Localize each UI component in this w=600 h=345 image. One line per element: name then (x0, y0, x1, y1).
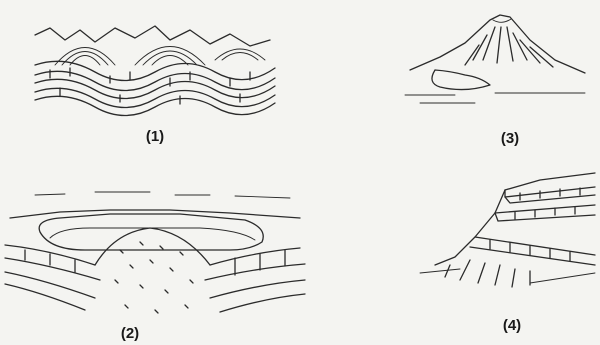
figure-3: (3) (395, 5, 595, 145)
figure-label: (4) (492, 317, 532, 334)
figure-label: (3) (490, 130, 530, 147)
folded-strata-illustration (20, 10, 290, 125)
figure-label: (2) (110, 325, 150, 342)
volcanic-cone-illustration (395, 5, 595, 145)
intrusive-dome-illustration (0, 180, 310, 345)
figure-label: (1) (135, 128, 175, 145)
figure-2: (2) (0, 180, 310, 345)
figure-1: (1) (20, 10, 290, 125)
figure-4: (4) (420, 165, 600, 345)
